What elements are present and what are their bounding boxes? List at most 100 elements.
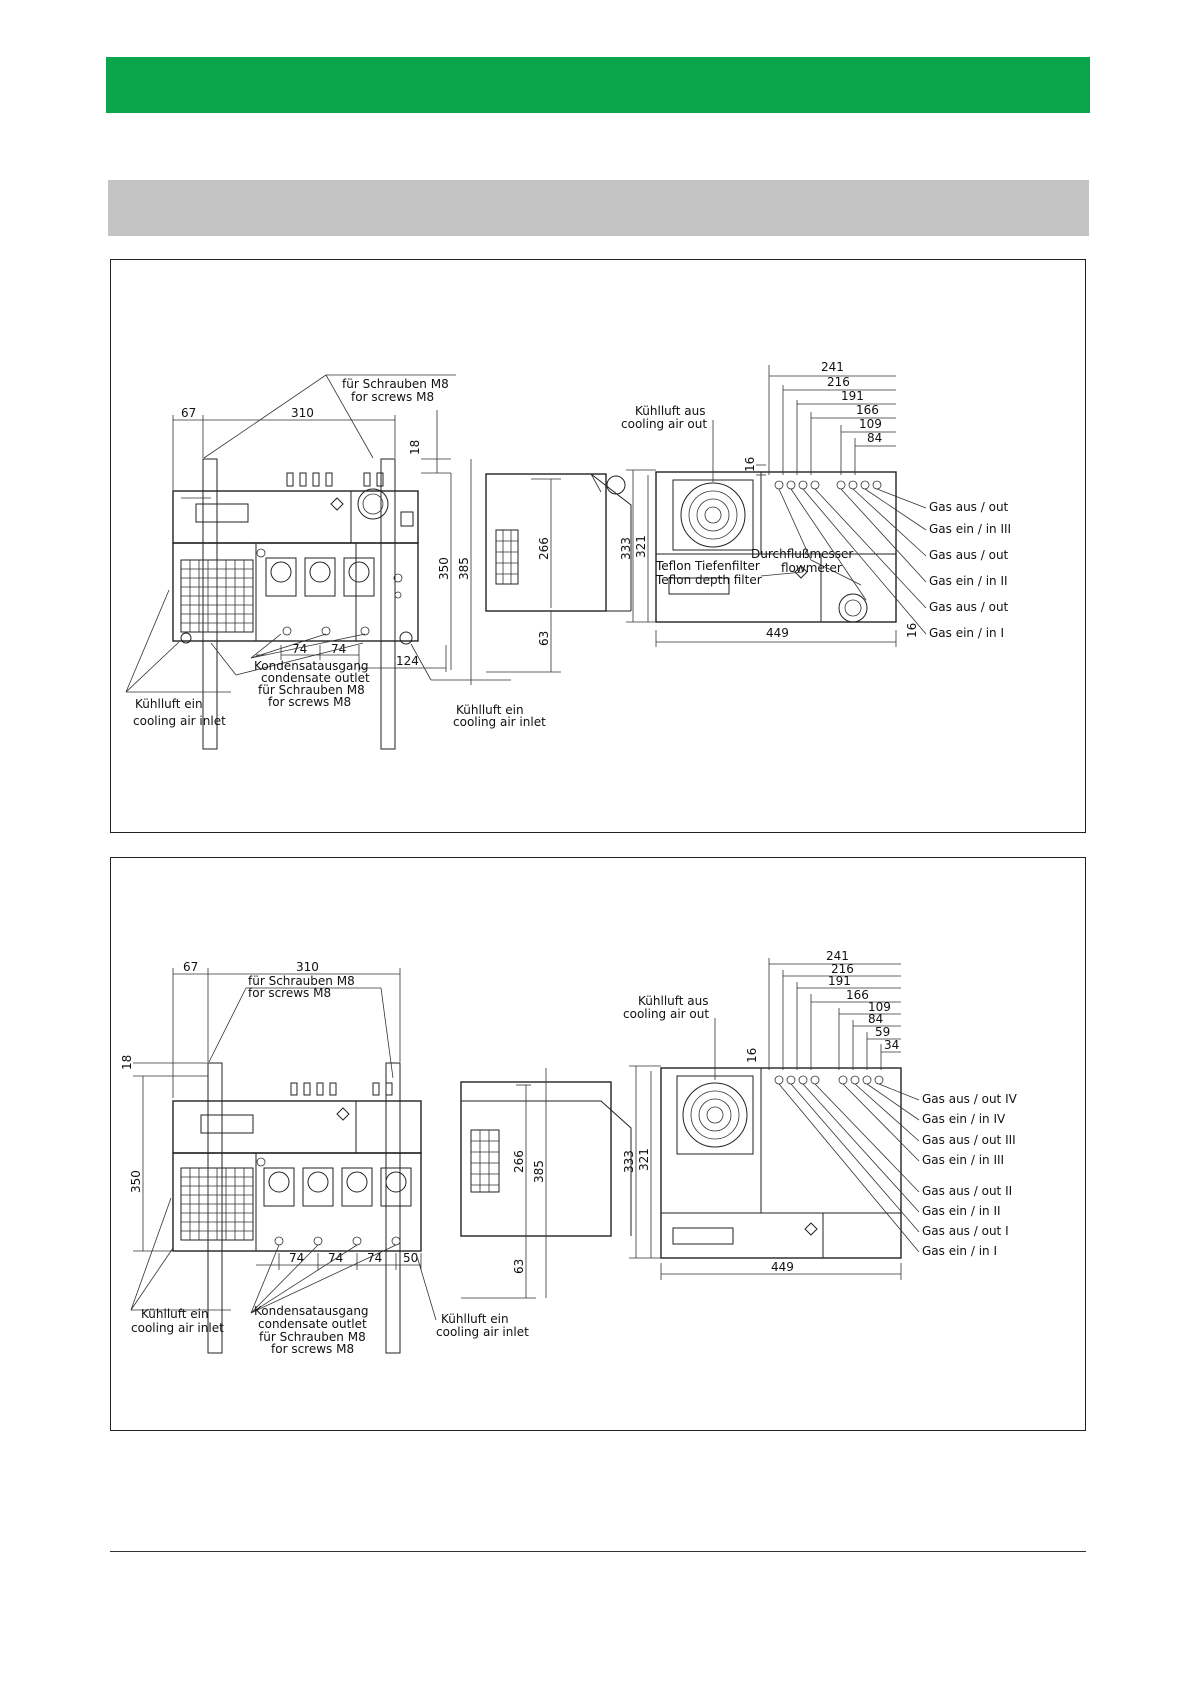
dim-67: 67 xyxy=(183,960,198,974)
drawing-frame-2: 67 310 18 350 74 74 74 50 für Schrauben … xyxy=(110,857,1086,1431)
dim-321: 321 xyxy=(637,1148,651,1171)
label-gas-3: Gas aus / out III xyxy=(922,1133,1016,1147)
label-gas-4: Gas ein / in II xyxy=(929,574,1008,588)
dim-16: 16 xyxy=(743,457,757,472)
label-gas-2: Gas ein / in IV xyxy=(922,1112,1006,1126)
label-gas-7: Gas aus / out I xyxy=(922,1224,1009,1238)
dim-84: 84 xyxy=(867,431,882,445)
dim-216: 216 xyxy=(831,962,854,976)
label-condensate-en: condensate outlet xyxy=(258,1317,367,1331)
label-cooling-out-de: Kühlluft aus xyxy=(635,404,706,418)
dim-74-c: 74 xyxy=(367,1251,382,1265)
dim-333: 333 xyxy=(622,1150,636,1173)
label-gas-5: Gas aus / out xyxy=(929,600,1009,614)
label-filter-en: Teflon depth filter xyxy=(655,573,762,587)
label-flowmeter-en: flowmeter xyxy=(781,561,842,575)
label-cooling-in-en: cooling air inlet xyxy=(131,1321,224,1335)
front-view: 67 310 18 350 385 74 74 124 für Schraube… xyxy=(125,374,546,750)
dim-34: 34 xyxy=(884,1038,899,1052)
label-screws-top-en: for screws M8 xyxy=(351,390,434,404)
dim-350: 350 xyxy=(437,557,451,580)
dim-166: 166 xyxy=(856,403,879,417)
dim-63: 63 xyxy=(512,1259,526,1274)
fan-icon xyxy=(672,479,754,551)
dim-241: 241 xyxy=(821,360,844,374)
dim-18: 18 xyxy=(120,1055,134,1070)
label-gas-5: Gas aus / out II xyxy=(922,1184,1012,1198)
dim-333: 333 xyxy=(619,537,633,560)
dim-18: 18 xyxy=(408,440,422,455)
label-cooling-in2-en: cooling air inlet xyxy=(436,1325,529,1339)
front-view: 67 310 18 350 74 74 74 50 für Schrauben … xyxy=(120,960,529,1356)
pump-icon xyxy=(265,557,375,597)
dim-74-b: 74 xyxy=(328,1251,343,1265)
label-screws-bottom-de: für Schrauben M8 xyxy=(259,1330,366,1344)
label-cooling-in2-de: Kühlluft ein xyxy=(441,1312,509,1326)
dim-191: 191 xyxy=(828,974,851,988)
label-filter-de: Teflon Tiefenfilter xyxy=(655,559,760,573)
label-gas-3: Gas aus / out xyxy=(929,548,1009,562)
dim-350: 350 xyxy=(129,1170,143,1193)
label-screws-bottom-en: for screws M8 xyxy=(268,695,351,709)
label-gas-8: Gas ein / in I xyxy=(922,1244,997,1258)
label-gas-1: Gas aus / out xyxy=(929,500,1009,514)
fan-grid-icon xyxy=(180,559,254,633)
section-heading-bar xyxy=(108,180,1089,236)
dim-449: 449 xyxy=(771,1260,794,1274)
label-cooling-in-en: cooling air inlet xyxy=(133,714,226,728)
dim-191: 191 xyxy=(841,389,864,403)
dim-385: 385 xyxy=(532,1160,546,1183)
dim-124: 124 xyxy=(396,654,419,668)
technical-drawing-2: 67 310 18 350 74 74 74 50 für Schrauben … xyxy=(120,949,1018,1356)
label-cooling-out-en: cooling air out xyxy=(621,417,707,431)
dim-74-a: 74 xyxy=(289,1251,304,1265)
dim-63: 63 xyxy=(537,631,551,646)
dim-109: 109 xyxy=(868,1000,891,1014)
dim-310: 310 xyxy=(291,406,314,420)
label-gas-4: Gas ein / in III xyxy=(922,1153,1004,1167)
label-screws-top-en: for screws M8 xyxy=(248,986,331,1000)
dim-84: 84 xyxy=(868,1012,883,1026)
fan-icon xyxy=(676,1075,754,1155)
label-screws-bottom-en: for screws M8 xyxy=(271,1342,354,1356)
label-gas-1: Gas aus / out IV xyxy=(922,1092,1018,1106)
label-gas-2: Gas ein / in III xyxy=(929,522,1011,536)
label-gas-6: Gas ein / in II xyxy=(922,1204,1001,1218)
label-cooling-in-de: Kühlluft ein xyxy=(135,697,203,711)
pump-icon xyxy=(263,1167,412,1207)
label-condensate-en: condensate outlet xyxy=(261,671,370,685)
rear-view: 241 216 191 166 109 84 59 34 16 333 321 … xyxy=(622,949,1018,1280)
fan-grid-icon xyxy=(180,1167,254,1241)
label-cooling-in-de: Kühlluft ein xyxy=(141,1307,209,1321)
dim-241: 241 xyxy=(826,949,849,963)
dim-59: 59 xyxy=(875,1025,890,1039)
footer-rule xyxy=(110,1551,1086,1552)
drawing-frame-1: 67 310 18 350 385 74 74 124 für Schraube… xyxy=(110,259,1086,833)
label-cooling-out-en: cooling air out xyxy=(623,1007,709,1021)
dim-385: 385 xyxy=(457,557,471,580)
dim-266: 266 xyxy=(537,537,551,560)
dim-321: 321 xyxy=(634,535,648,558)
dim-50: 50 xyxy=(403,1251,418,1265)
label-screws-top-de: für Schrauben M8 xyxy=(248,974,355,988)
label-screws-bottom-de: für Schrauben M8 xyxy=(258,683,365,697)
rear-view: 241 216 191 166 109 84 16 16 333 321 449… xyxy=(619,360,1011,647)
label-condensate-de: Kondensatausgang xyxy=(254,1304,369,1318)
label-cooling-in2-de: Kühlluft ein xyxy=(456,703,524,717)
technical-drawing-1: 67 310 18 350 385 74 74 124 für Schraube… xyxy=(125,360,1011,750)
label-gas-6: Gas ein / in I xyxy=(929,626,1004,640)
label-cooling-in2-en: cooling air inlet xyxy=(453,715,546,729)
label-screws-top-de: für Schrauben M8 xyxy=(342,377,449,391)
dim-109: 109 xyxy=(859,417,882,431)
dim-166: 166 xyxy=(846,988,869,1002)
dim-67: 67 xyxy=(181,406,196,420)
label-cooling-out-de: Kühlluft aus xyxy=(638,994,709,1008)
dim-310: 310 xyxy=(296,960,319,974)
label-condensate-de: Kondensatausgang xyxy=(254,659,369,673)
dim-16-b: 16 xyxy=(905,623,919,638)
dim-216: 216 xyxy=(827,375,850,389)
dim-449: 449 xyxy=(766,626,789,640)
dim-16: 16 xyxy=(745,1048,759,1063)
dim-266: 266 xyxy=(512,1150,526,1173)
side-view: 266 385 63 xyxy=(460,1068,632,1299)
